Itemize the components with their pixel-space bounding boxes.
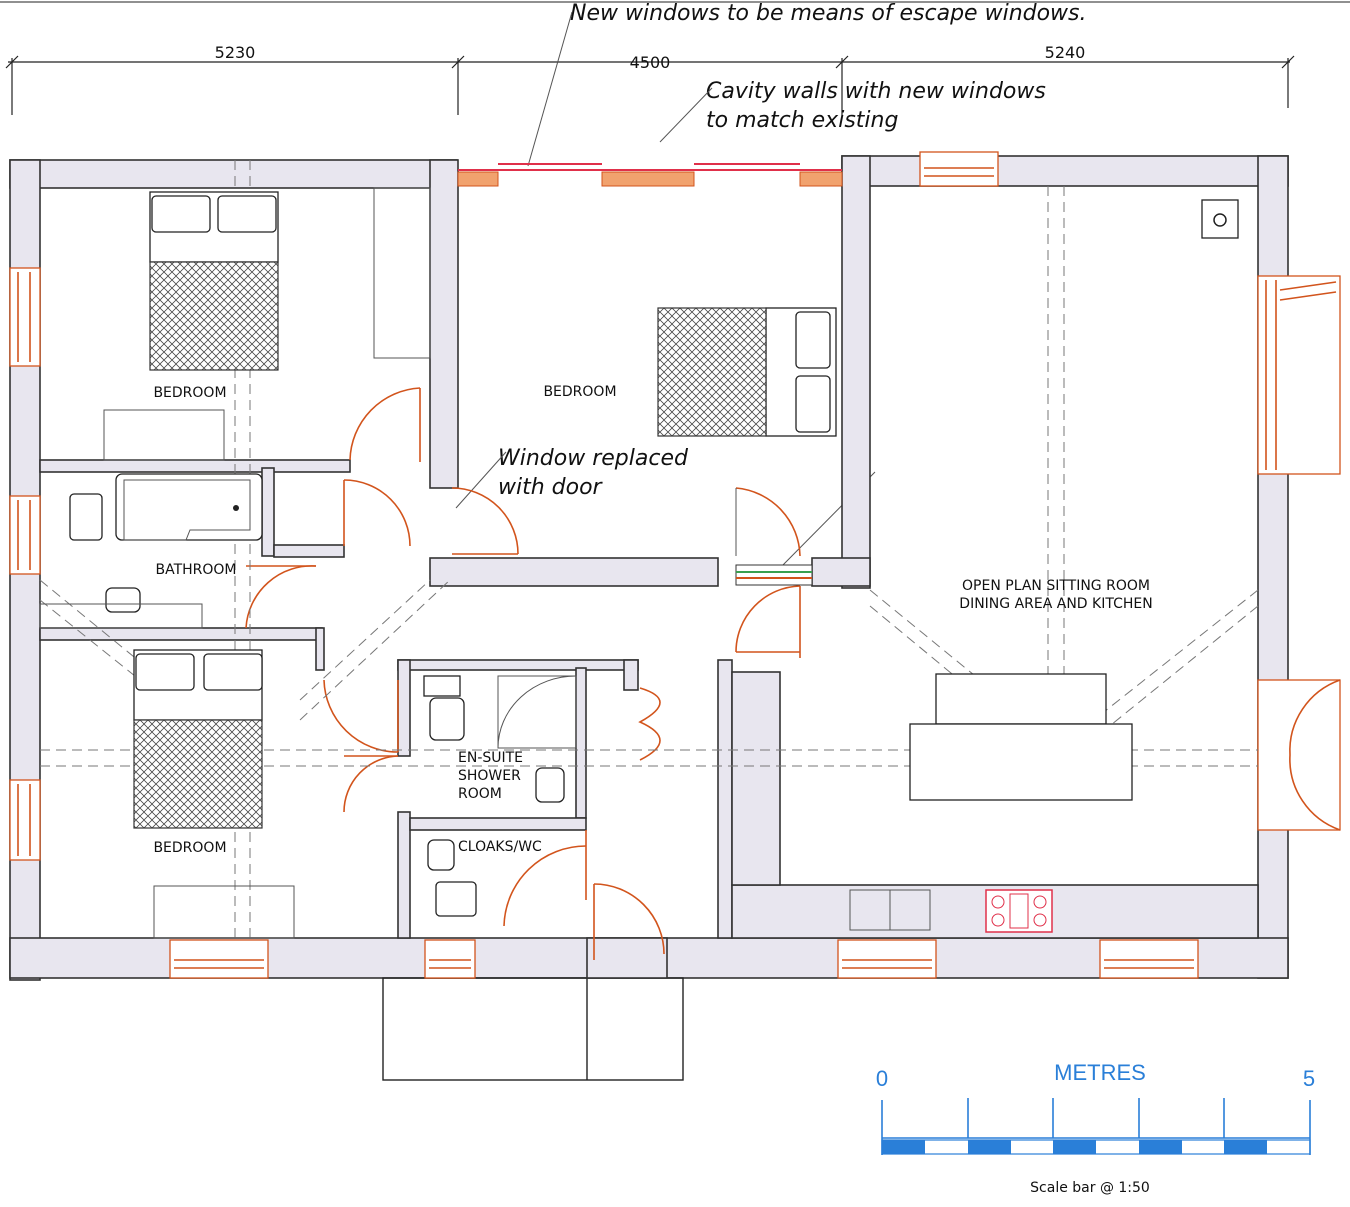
scale-note: Scale bar @ 1:50 (1030, 1180, 1150, 1196)
hob (985, 889, 1053, 933)
window-bottom-4 (1099, 939, 1199, 979)
dimension-left: 5230 (215, 43, 256, 62)
label-bedroom-middle: BEDROOM (543, 384, 616, 400)
label-ensuite-line2: SHOWER (458, 768, 521, 784)
bathroom-basin (105, 587, 141, 613)
window-bottom-2 (424, 939, 476, 979)
escape-windows-note: New windows to be means of escape window… (570, 1, 1087, 26)
ensuite-toilet (429, 697, 465, 741)
doors (245, 387, 1341, 960)
furniture (39, 187, 1239, 939)
scale-bar: 0 METRES 5 Scale bar @ 1:50 (876, 1060, 1315, 1196)
island-top (935, 673, 1107, 725)
escape-note-leader (527, 11, 573, 167)
bathroom-toilet (69, 493, 103, 541)
bed-middle (657, 307, 837, 437)
label-ensuite-line1: EN-SUITE (458, 750, 523, 766)
windows (9, 151, 1341, 979)
boiler (1201, 199, 1239, 239)
dimension-middle: 4500 (630, 53, 671, 72)
window-left-1 (9, 267, 41, 367)
window-top-right (919, 151, 999, 187)
cavity-walls-note-line2: to match existing (706, 108, 898, 133)
cavity-note-leader (659, 87, 713, 143)
door-note-line2: with door (498, 475, 604, 500)
cloaks-basin (427, 839, 455, 871)
scale-unit: METRES (1054, 1060, 1146, 1085)
dimension-line: 5230 4500 5240 (5, 43, 1295, 115)
scale-max: 5 (1303, 1066, 1315, 1091)
scale-min: 0 (876, 1066, 888, 1091)
bed-bottom-left (133, 649, 263, 829)
bed-top-left (149, 191, 279, 371)
window-bay-right (1257, 275, 1341, 475)
label-open-plan-line1: OPEN PLAN SITTING ROOM (962, 578, 1150, 594)
annotations: New windows to be means of escape window… (455, 1, 1087, 571)
label-bedroom-bottom-left: BEDROOM (153, 840, 226, 856)
label-bedroom-top-left: BEDROOM (153, 385, 226, 401)
label-bathroom: BATHROOM (155, 562, 236, 578)
island-main (909, 723, 1133, 801)
door-note-line1: Window replaced (498, 446, 689, 471)
ensuite-cistern (423, 675, 461, 697)
bath (115, 473, 263, 541)
dimension-right: 5240 (1045, 43, 1086, 62)
window-left-3 (9, 779, 41, 861)
label-open-plan-line2: DINING AREA AND KITCHEN (959, 596, 1152, 612)
room-labels: BEDROOM BEDROOM BATHROOM BEDROOM EN-SUIT… (153, 384, 1152, 856)
window-bottom-1 (169, 939, 269, 979)
door-note-leader (455, 451, 507, 509)
cavity-walls-note-line1: Cavity walls with new windows (706, 79, 1046, 104)
label-cloaks: CLOAKS/WC (458, 839, 542, 855)
label-ensuite-line3: ROOM (458, 786, 502, 802)
ensuite-basin (535, 767, 565, 803)
cloaks-toilet (435, 881, 477, 917)
new-escape-windows (457, 163, 843, 187)
window-left-2 (9, 495, 41, 575)
window-bottom-3 (837, 939, 937, 979)
